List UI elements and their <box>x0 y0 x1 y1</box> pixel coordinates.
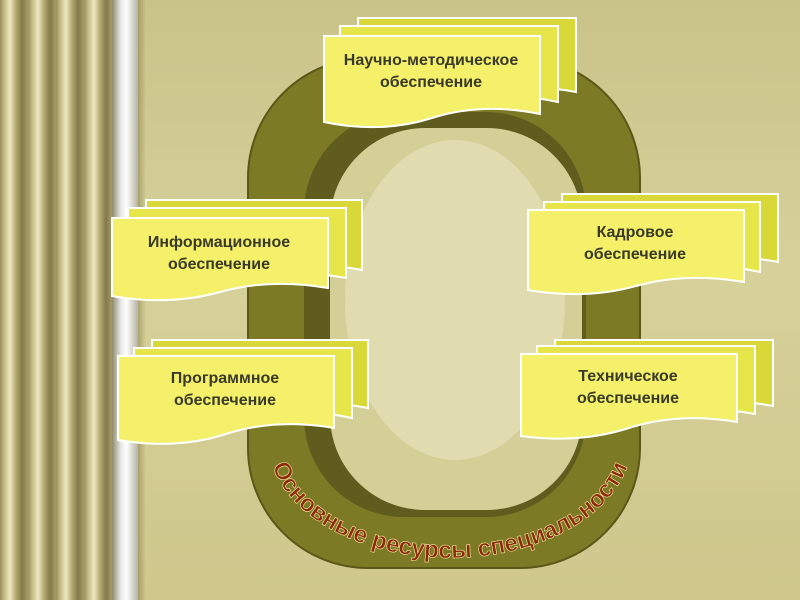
stacked-card-icon <box>111 199 363 302</box>
decorative-column <box>0 0 112 600</box>
node-label-line1: Информационное <box>147 234 291 251</box>
node-personnel: Кадровое обеспечение <box>526 192 780 304</box>
node-scientific-methodical: Научно-методическое обеспечение <box>322 16 578 134</box>
node-label-line1: Техническое <box>578 368 678 385</box>
ring-hole-glow <box>345 140 565 460</box>
stacked-card-icon <box>323 17 577 129</box>
node-label-line2: обеспечение <box>380 74 482 91</box>
node-label-line2: обеспечение <box>584 246 686 263</box>
node-label-line2: обеспечение <box>174 392 276 409</box>
node-label-line2: обеспечение <box>577 390 679 407</box>
node-label-line2: обеспечение <box>168 256 270 273</box>
node-technical: Техническое обеспечение <box>519 338 775 442</box>
node-label-line1: Программное <box>170 370 280 387</box>
stacked-card-icon <box>527 193 779 296</box>
node-label-line1: Научно-методическое <box>343 52 519 69</box>
node-label-line1: Кадровое <box>596 224 674 241</box>
stacked-card-icon <box>117 339 369 445</box>
node-software: Программное обеспечение <box>116 338 370 450</box>
column-edge <box>112 0 138 600</box>
stacked-card-icon <box>520 339 774 440</box>
node-informational: Информационное обеспечение <box>110 198 364 310</box>
